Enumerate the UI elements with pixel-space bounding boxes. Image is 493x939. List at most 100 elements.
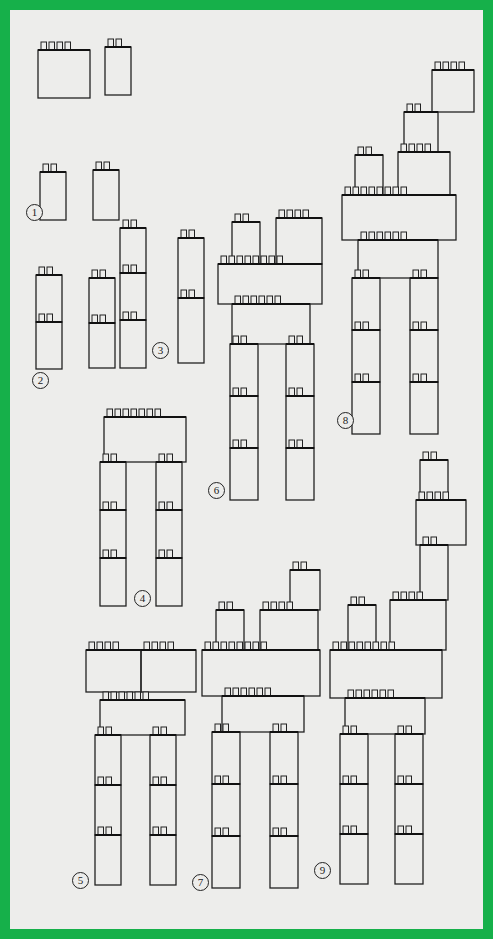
lego-brick (150, 727, 176, 785)
brick-stud (377, 187, 383, 195)
brick-stud (263, 602, 269, 610)
brick-stud (435, 62, 441, 70)
brick-joint (38, 49, 90, 51)
brick-stud (223, 828, 229, 836)
brick-joint (270, 783, 298, 785)
brick-stud (459, 62, 465, 70)
brick-stud (351, 597, 357, 605)
brick-stud (358, 147, 364, 155)
brick-body (398, 152, 450, 195)
brick-joint (93, 169, 119, 171)
callout-number: 1 (26, 204, 43, 221)
callout-number: 5 (72, 872, 89, 889)
brick-joint (348, 604, 376, 606)
lego-brick (410, 270, 438, 330)
brick-body (432, 70, 474, 112)
brick-body (270, 836, 298, 888)
brick-stud (227, 602, 233, 610)
callout-number: 3 (152, 342, 169, 359)
lego-brick (270, 828, 298, 888)
brick-joint (352, 329, 380, 331)
brick-body (104, 417, 186, 462)
brick-stud (181, 230, 187, 238)
brick-stud (273, 828, 279, 836)
brick-body (232, 304, 310, 344)
brick-stud (97, 642, 103, 650)
brick-stud (409, 144, 415, 152)
brick-joint (432, 69, 474, 71)
lego-brick (141, 642, 196, 692)
brick-body (340, 734, 368, 784)
lego-brick (212, 724, 240, 784)
lego-brick (340, 826, 368, 884)
brick-stud (349, 642, 355, 650)
lego-brick (395, 726, 423, 784)
brick-body (89, 323, 115, 368)
brick-body (100, 462, 126, 510)
brick-stud (380, 690, 386, 698)
brick-stud (372, 690, 378, 698)
callout-number: 9 (314, 862, 331, 879)
callout-number: 4 (134, 590, 151, 607)
brick-stud (398, 826, 404, 834)
brick-stud (96, 162, 102, 170)
lego-brick (340, 776, 368, 834)
brick-stud (351, 726, 357, 734)
brick-stud (155, 409, 161, 417)
brick-stud (297, 336, 303, 344)
lego-brick (230, 336, 258, 396)
brick-body (156, 558, 182, 606)
lego-brick (270, 776, 298, 836)
lego-brick (120, 265, 146, 320)
lego-brick (95, 827, 121, 885)
brick-body (95, 835, 121, 885)
lego-brick (230, 440, 258, 500)
brick-stud (106, 727, 112, 735)
brick-stud (281, 776, 287, 784)
lego-brick (410, 322, 438, 382)
brick-body (36, 322, 62, 369)
brick-body (420, 545, 448, 600)
brick-stud (421, 322, 427, 330)
lego-brick (100, 454, 126, 510)
lego-brick (95, 777, 121, 835)
brick-stud (389, 642, 395, 650)
brick-body (100, 510, 126, 558)
brick-joint (156, 461, 182, 463)
brick-body (340, 784, 368, 834)
brick-stud (393, 232, 399, 240)
brick-stud (219, 602, 225, 610)
brick-stud (47, 314, 53, 322)
lego-brick (230, 388, 258, 448)
brick-stud (123, 409, 129, 417)
brick-stud (189, 230, 195, 238)
brick-stud (363, 374, 369, 382)
lego-brick (432, 62, 474, 112)
brick-stud (277, 256, 283, 264)
brick-joint (100, 699, 185, 701)
brick-stud (57, 42, 63, 50)
brick-body (95, 735, 121, 785)
brick-joint (104, 416, 186, 418)
lego-brick (352, 322, 380, 382)
brick-stud (123, 220, 129, 228)
brick-joint (352, 277, 380, 279)
brick-joint (420, 459, 448, 461)
brick-stud (295, 210, 301, 218)
brick-body (212, 836, 240, 888)
brick-stud (343, 826, 349, 834)
brick-stud (107, 409, 113, 417)
brick-stud (100, 315, 106, 323)
brick-stud (271, 602, 277, 610)
brick-stud (167, 502, 173, 510)
brick-stud (373, 642, 379, 650)
brick-stud (139, 409, 145, 417)
brick-joint (398, 151, 450, 153)
lego-brick (150, 777, 176, 835)
brick-stud (398, 776, 404, 784)
brick-stud (409, 592, 415, 600)
brick-stud (273, 724, 279, 732)
brick-joint (232, 303, 310, 305)
lego-brick (150, 827, 176, 885)
brick-joint (95, 834, 121, 836)
